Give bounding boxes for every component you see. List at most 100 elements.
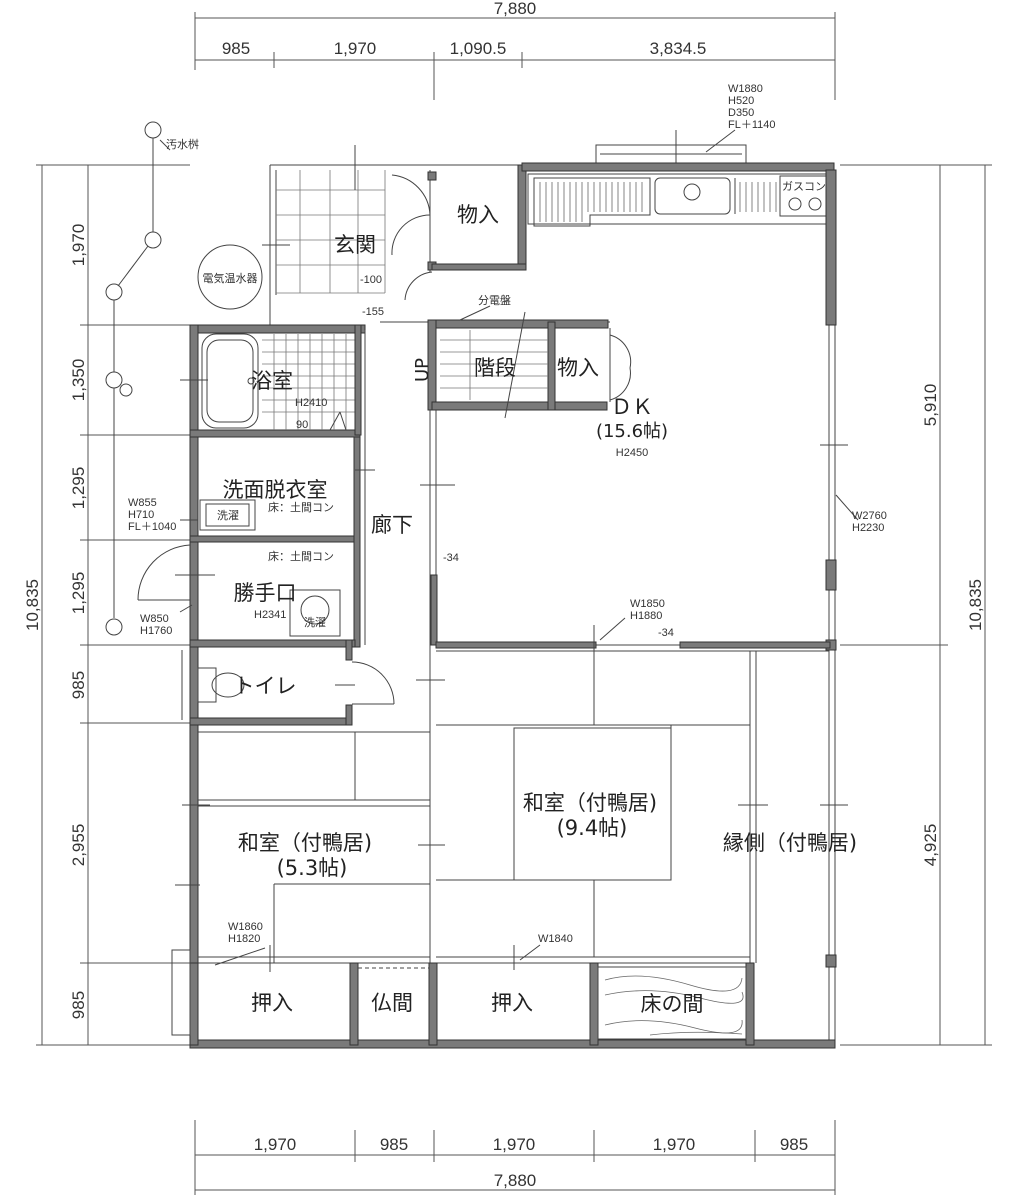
window-right-h: H2230 (852, 522, 884, 534)
top-dim-1: 985 (222, 39, 250, 58)
door-service-h: H1760 (140, 625, 172, 637)
left-dim-3: 1,295 (69, 467, 88, 510)
left-dim-5: 985 (69, 671, 88, 699)
kitchen-window: W1880 H520 D350 FL＋1140 (595, 83, 776, 165)
bath-step-label: 90 (296, 419, 308, 431)
sewage-line: 汚水桝 (105, 121, 199, 636)
sink-drain-icon (683, 183, 701, 201)
bottom-dim-2: 985 (380, 1135, 408, 1154)
top-total-dim: 7,880 (494, 0, 537, 18)
water-heater: 電気温水器 (197, 244, 263, 310)
corridor: 廊下 (364, 330, 445, 1045)
stairs-up-label: UP (412, 358, 433, 382)
washer-2-label: 洗濯 (304, 616, 326, 629)
top-dim-3: 1,090.5 (450, 39, 507, 58)
bottom-dimensions: 1,970 985 1,970 1,970 985 7,880 (194, 1120, 836, 1195)
door-service-w: W850 (140, 613, 169, 625)
toilet-tank (197, 667, 217, 703)
kitchen-spec-h: H520 (728, 95, 754, 107)
bottom-dim-3: 1,970 (493, 1135, 536, 1154)
storage-stairs-label: 物入 (557, 356, 599, 380)
sink (654, 177, 731, 215)
kitchen-counter: ガスコンロ (521, 162, 837, 227)
dk-height-label: H2450 (616, 447, 648, 459)
washroom: 洗濯 洗面脱衣室 床：土間コン W855 H710 FL＋1040 (128, 436, 375, 648)
opening-dk-h: H1880 (630, 610, 662, 622)
left-dimensions: 10,835 1,970 1,350 1,295 1,295 985 2,955… (23, 164, 190, 1046)
opening-small-w: W1860 (228, 921, 263, 933)
left-dim-7: 985 (69, 991, 88, 1019)
entrance-level: -100 (360, 274, 382, 286)
dk-level-label: -34 (443, 552, 459, 564)
burner-left-icon (788, 197, 802, 211)
entrance-tiles (276, 170, 386, 294)
butsuma-label: 仏間 (371, 991, 413, 1015)
dk-size-label: (15.6帖) (596, 421, 668, 442)
toilet-label: トイレ (234, 674, 297, 698)
water-heater-label: 電気温水器 (203, 271, 258, 285)
toilet-bowl-icon (211, 672, 245, 698)
washitsu-small-size: (5.3帖) (277, 856, 348, 880)
bottom-total-dim: 7,880 (494, 1171, 537, 1190)
floor-wash-label: 床：土間コン (268, 500, 334, 514)
window-wash-w: W855 (128, 497, 157, 509)
washitsu-large: 和室（付鴨居) (9.4帖) W1840 (436, 651, 768, 970)
bath-height-label: H2410 (295, 397, 327, 409)
right-wall: W2760 H2230 (820, 169, 887, 1045)
top-dim-2: 1,970 (334, 39, 377, 58)
wash-basin (199, 499, 256, 531)
washroom-label: 洗面脱衣室 (223, 478, 328, 502)
washitsu-small: 和室（付鴨居) (5.3帖) W1860 H1820 (175, 731, 445, 972)
oshiire-2-label: 押入 (491, 991, 533, 1015)
bath-label: 浴室 (251, 369, 293, 393)
engawa-label: 縁側（付鴨居) (723, 831, 857, 855)
burner-right-icon (808, 197, 822, 211)
service-door-area: 床：土間コン 洗濯 勝手口 H2341 W850 H1760 (137, 544, 356, 648)
kitchen-spec-w: W1880 (728, 83, 763, 95)
right-dim-1: 5,910 (921, 384, 940, 427)
washitsu-small-name: 和室（付鴨居) (238, 831, 372, 855)
service-height-label: H2341 (254, 609, 286, 621)
engawa: 縁側（付鴨居) (723, 831, 857, 855)
dk-room: ＤＫ (15.6帖) H2450 -34 W1850 H1880 -34 (420, 395, 831, 665)
hall-level: -155 (362, 306, 384, 318)
bottom-dim-5: 985 (780, 1135, 808, 1154)
washitsu-large-name: 和室（付鴨居) (523, 791, 657, 815)
gas-stove-label: ガスコンロ (782, 180, 837, 193)
tokonoma-label: 床の間 (641, 992, 704, 1016)
stairs-area: 分電盤 UP 階段 物入 (380, 294, 632, 419)
left-dim-6: 2,955 (69, 824, 88, 867)
opening-dk-w: W1850 (630, 598, 665, 610)
right-dimensions: 5,910 4,925 10,835 (840, 164, 992, 1046)
bottom-dim-1: 1,970 (254, 1135, 297, 1154)
window-wash-h: H710 (128, 509, 154, 521)
window-right-w: W2760 (852, 510, 887, 522)
left-total-dim: 10,835 (23, 579, 42, 631)
left-dim-2: 1,350 (69, 359, 88, 402)
bottom-row: 押入 仏間 押入 床の間 (171, 949, 836, 1049)
corridor-label: 廊下 (371, 513, 413, 537)
left-dim-4: 1,295 (69, 572, 88, 615)
bathtub (201, 333, 259, 429)
top-dimensions: 7,880 985 1,970 1,090.5 3,834.5 (194, 0, 836, 100)
bottom-dim-4: 1,970 (653, 1135, 696, 1154)
washing-machine (289, 589, 341, 637)
toilet-room: トイレ (181, 639, 395, 726)
top-dim-4: 3,834.5 (650, 39, 707, 58)
entrance-label: 玄関 (334, 233, 376, 257)
right-dim-2: 4,925 (921, 824, 940, 867)
panel-label: 分電盤 (478, 294, 511, 307)
entrance-area: 物入 玄関 -100 -155 (262, 145, 527, 325)
sewage-basin-label: 汚水桝 (166, 137, 199, 151)
dk-name-label: ＤＫ (611, 395, 653, 419)
window-wash-fl: FL＋1040 (128, 521, 176, 533)
tokonoma: 床の間 (597, 966, 747, 1040)
kitchen-spec-d: D350 (728, 107, 754, 119)
opening-large-w: W1840 (538, 933, 573, 945)
oshiire-1-label: 押入 (251, 991, 293, 1015)
right-total-dim: 10,835 (966, 579, 985, 631)
washitsu-large-size: (9.4帖) (557, 816, 628, 840)
stairs-label: 階段 (474, 356, 516, 380)
storage-entrance-label: 物入 (457, 203, 499, 227)
